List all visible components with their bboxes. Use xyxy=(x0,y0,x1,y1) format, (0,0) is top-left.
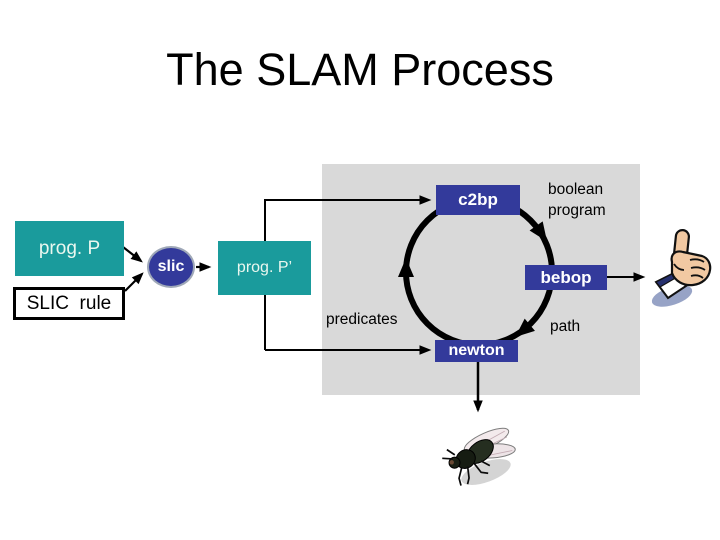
connector-progp-to-slic xyxy=(122,246,143,263)
label-boolean-line1: boolean xyxy=(548,181,604,198)
node-bebop-label: bebop xyxy=(540,267,592,287)
node-slic-label: slic xyxy=(157,258,185,275)
node-c2bp-label: c2bp xyxy=(458,190,498,209)
node-slic: slic xyxy=(147,246,195,288)
fly-icon xyxy=(442,427,516,486)
node-prog-p-prime: prog. P’ xyxy=(218,241,311,295)
thumbs-up-icon xyxy=(651,228,712,307)
cycle-arrowhead-c2bp-to-bebop xyxy=(529,221,548,242)
label-boolean-program: boolean program xyxy=(548,179,606,221)
label-path: path xyxy=(550,318,581,335)
node-c2bp: c2bp xyxy=(436,185,520,215)
connector-progpprime-to-c2bp xyxy=(264,195,432,350)
slide-title: The SLAM Process xyxy=(166,44,554,95)
node-slic-rule: SLIC rule xyxy=(13,287,125,320)
node-slic-rule-label: SLIC rule xyxy=(26,292,112,314)
node-prog-p: prog. P xyxy=(15,221,124,276)
node-prog-p-prime-label: prog. P’ xyxy=(236,259,293,276)
connector-slicrule-to-slic xyxy=(124,272,144,292)
label-boolean-line2: program xyxy=(548,202,606,219)
cycle-arrowhead-newton-to-c2bp xyxy=(398,258,414,277)
label-predicates: predicates xyxy=(326,311,398,328)
node-newton-label: newton xyxy=(448,342,505,359)
node-bebop: bebop xyxy=(525,265,607,290)
node-newton: newton xyxy=(435,340,518,362)
node-prog-p-label: prog. P xyxy=(38,237,101,259)
cycle-arrowhead-bebop-to-newton xyxy=(515,318,535,337)
